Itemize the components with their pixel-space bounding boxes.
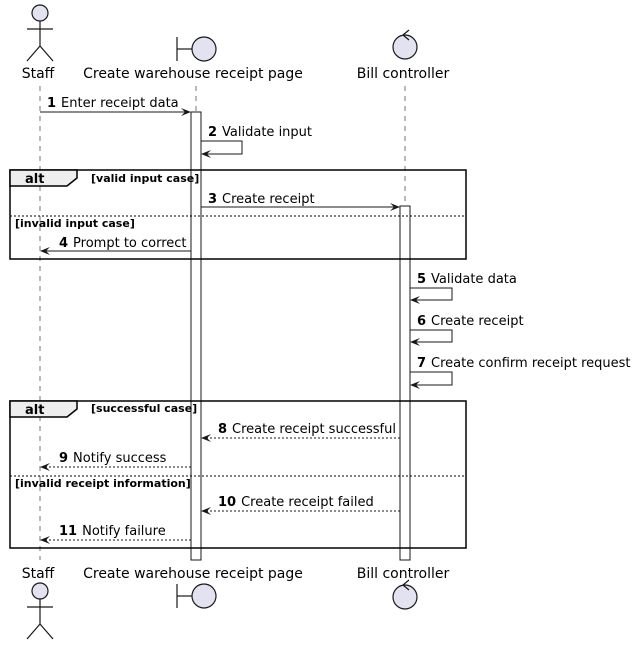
control-icon-top	[392, 29, 418, 60]
message-2-arrow	[201, 140, 243, 158]
alt-frame-1	[9, 169, 467, 260]
page-label-top: Create warehouse receipt page	[83, 66, 303, 82]
staff-label-bottom: Staff	[22, 566, 55, 582]
alt-frame-1-guard-2: [invalid input case]	[15, 217, 135, 230]
alt-frame-2-guard-2: [invalid receipt information]	[15, 477, 191, 490]
alt-frame-2	[9, 400, 467, 549]
boundary-icon-bottom	[176, 583, 217, 609]
message-6-arrow	[410, 329, 453, 346]
alt-frame-2-keyword: alt	[25, 403, 44, 418]
staff-actor-bottom	[26, 582, 54, 640]
alt-frame-2-guard-1: [successful case]	[91, 402, 197, 415]
alt-frame-1-tab	[9, 169, 78, 187]
control-icon-bottom	[392, 579, 418, 610]
boundary-icon-top	[176, 36, 217, 62]
controller-label-bottom: Bill controller	[357, 566, 450, 582]
page-activation-bar	[190, 111, 202, 561]
message-5-arrow	[410, 287, 453, 304]
alt-frame-1-keyword: alt	[25, 172, 44, 187]
page-label-bottom: Create warehouse receipt page	[83, 566, 303, 582]
controller-label-top: Bill controller	[357, 66, 450, 82]
alt-frame-1-guard-1: [valid input case]	[91, 172, 199, 185]
message-7-arrow	[410, 371, 453, 389]
staff-label-top: Staff	[22, 66, 55, 82]
staff-actor-top	[26, 4, 54, 62]
alt-frame-2-tab	[9, 400, 78, 418]
